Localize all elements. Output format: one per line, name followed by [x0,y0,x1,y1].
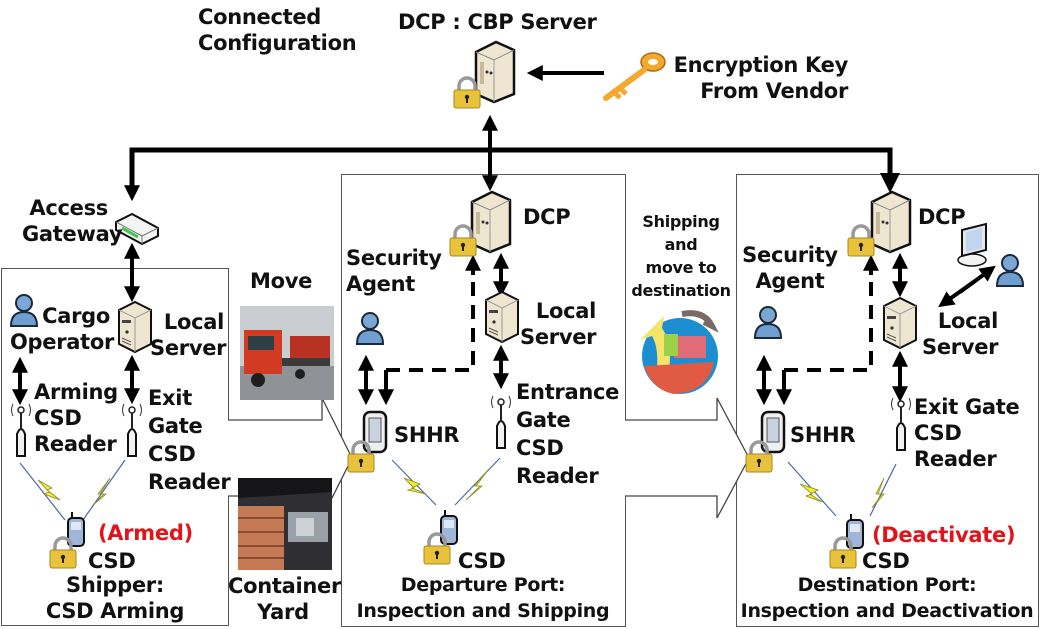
r-shhr-dcp-dashed-path [784,270,873,372]
departure-dcp-label: DCP [523,205,571,229]
entrance-reader-label: Entrance Gate CSD Reader [516,380,620,488]
departure-csd-label: CSD [458,549,506,573]
departure-shhr-lock-icon [347,440,375,473]
shipper-caption: Shipper: CSD Arming [45,573,185,623]
departure-dcp-lock-icon [449,224,477,257]
left-local-server-icon [118,300,152,354]
departure-csd-lock-icon [423,532,451,565]
configuration-title: Connected Configuration [198,5,357,55]
armed-status-label: (Armed) [98,521,193,545]
destination-csd-label: CSD [862,549,910,573]
cbp-server-icon [474,40,516,104]
encryption-key-icon [603,52,666,101]
destination-caption: Destination Port: Inspection and Deactiv… [740,574,1034,622]
destination-local-server-icon [883,296,917,350]
access-gateway-label: Access Gateway [22,196,123,246]
lightning-links-middle [391,457,501,506]
container-yard-photo [238,478,332,570]
access-gateway-icon [115,212,159,246]
encryption-key-label: Encryption Key From Vendor [673,53,849,103]
cbp-server-label: DCP : CBP Server [398,10,597,34]
destination-shhr-lock-icon [745,440,773,473]
shipping-illustration [640,310,719,394]
arming-reader-label: Arming CSD Reader [34,380,118,456]
shipping-block-arrow [625,397,750,519]
destination-local-server-label: Local Server [922,309,999,359]
workstation-local-arrow-b [938,279,977,308]
cargo-operator-label: Cargo Operator [10,304,115,354]
arming-reader-icon [11,403,31,457]
move-label: Move [250,269,313,293]
distribution-bus [129,147,900,194]
left-csd-device-icon [67,512,85,547]
cargo-operator-icon [9,294,39,327]
lightning-links-left [19,459,126,521]
left-csd-lock-icon [49,536,77,569]
exit-gate-reader-icon [122,403,142,457]
left-csd-label: CSD [88,549,136,573]
workstation-icon [957,222,987,267]
departure-local-server-icon [485,290,519,344]
destination-dcp-lock-icon [847,224,875,257]
truck-photo [240,306,334,400]
shipping-label: Shipping and move to destination [631,212,731,300]
shipper-panel [1,268,229,626]
workstation-operator-icon [995,254,1025,287]
departure-shhr-label: SHHR [394,423,460,447]
deactivate-status-label: (Deactivate) [872,523,1016,547]
destination-agent-label: Security Agent [742,243,838,293]
left-local-server-label: Local Server [150,310,227,360]
exit-gate-reader-label: Exit Gate CSD Reader [148,386,231,494]
destination-shhr-label: SHHR [790,423,856,447]
cbp-lock-icon [453,76,481,109]
destination-exit-reader-label: Exit Gate CSD Reader [914,395,1020,471]
lightning-links-right [787,461,897,517]
departure-local-server-label: Local Server [520,299,597,349]
destination-agent-icon [753,306,783,339]
container-yard-label: Container Yard [228,574,342,624]
destination-csd-lock-icon [829,536,857,569]
shhr-dcp-dashed-path [386,270,475,372]
destination-exit-reader-icon [891,397,911,451]
destination-dcp-label: DCP [918,205,966,229]
destination-shhr-icon [760,410,786,454]
departure-agent-label: Security Agent [346,246,442,296]
departure-caption: Departure Port: Inspection and Shipping [356,574,610,622]
departure-agent-icon [355,312,385,345]
departure-shhr-icon [362,410,388,454]
entrance-reader-icon [491,395,511,449]
